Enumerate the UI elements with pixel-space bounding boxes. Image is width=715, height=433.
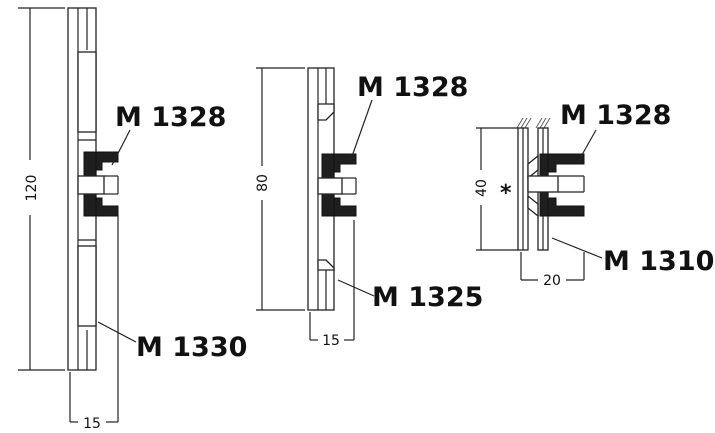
fig1-height-label: 120 <box>24 175 40 202</box>
fig3-width-dimension: 20 <box>520 252 585 289</box>
fig2-connector <box>317 153 357 217</box>
fig3-height-label: 40 <box>474 179 490 197</box>
fig3-height-dimension: 40 <box>474 127 518 251</box>
fig1-profile-label: M 1330 <box>136 332 247 363</box>
fig2-height-label: 80 <box>255 174 271 192</box>
fig1-width-label: 15 <box>83 416 101 432</box>
fig3-connector-label: M 1328 <box>560 100 671 131</box>
fig3-connector <box>527 153 585 217</box>
fig2-width-dimension: 15 <box>309 220 355 349</box>
fig2-connector-label: M 1328 <box>357 72 468 103</box>
fig1-connector-label: M 1328 <box>115 102 226 133</box>
fig1-height-dimension: 120 <box>18 7 65 371</box>
fig3-hatching <box>516 117 551 129</box>
figure-2: 80 15 M <box>255 67 483 349</box>
fig1-width-dimension: 15 <box>69 214 119 432</box>
fig2-width-label: 15 <box>322 333 340 349</box>
figure-1: 120 15 <box>18 7 247 432</box>
fig3-width-label: 20 <box>543 273 561 289</box>
fig2-profile-label: M 1325 <box>372 282 483 313</box>
fig2-height-dimension: 80 <box>255 67 305 311</box>
figure-3: 40 * <box>474 100 714 289</box>
fig3-profile-label: M 1310 <box>603 246 714 277</box>
fig1-connector <box>77 151 119 217</box>
fig3-marker: * <box>500 181 512 206</box>
